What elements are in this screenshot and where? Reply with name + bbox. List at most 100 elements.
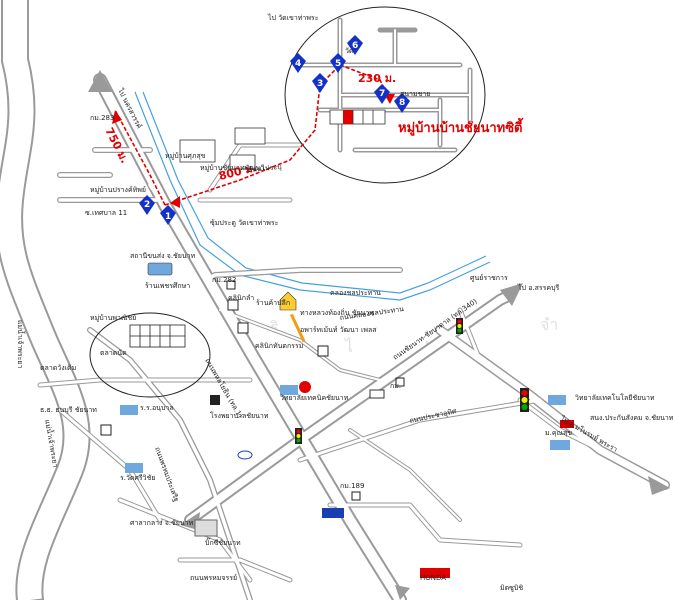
post-icon (369, 389, 385, 399)
pin-2[interactable]: 2 (139, 195, 155, 215)
label-insurance: สนง.ประกันสังคม จ.ชัยนาท (590, 414, 673, 422)
label-gas: ร้านเพชรศึกษา (145, 281, 190, 290)
arrow-bottom-icon (395, 585, 410, 600)
svg-text:2: 2 (144, 200, 150, 210)
direction-arrows (88, 70, 670, 600)
label-km189: กม.189 (340, 482, 364, 490)
label-dam-road: ถนนประชาอุทิศ (409, 407, 458, 425)
arrow-up-left-icon (88, 70, 112, 92)
label-honda: HONDA (420, 574, 446, 582)
svg-text:6: 6 (352, 41, 358, 51)
arrow-up-right-icon (500, 283, 523, 306)
pin-6[interactable]: 6 (347, 35, 363, 55)
bus-icon (147, 262, 173, 276)
label-thesaban: ซ.เทศบาล 11 (85, 209, 127, 217)
label-bottom-road: ถนนพรหมจรรย์ (190, 574, 237, 582)
bank-icon (322, 508, 344, 518)
pin-1[interactable]: 1 (160, 205, 176, 225)
svg-text:4: 4 (295, 59, 301, 69)
distance-230: 230 ม. (358, 72, 396, 85)
label-village-right: สนามชาย (400, 90, 430, 98)
shop-icon (100, 424, 112, 436)
label-village-mu4: หมู่บ้านพาณิชย์ (90, 314, 136, 322)
label-hospital: โรงพยาบาลชัยนาท (210, 411, 269, 420)
label-phahon: ถนนพหลโยธิน (ทล.1) (203, 357, 245, 420)
shop-icon (227, 299, 239, 311)
place-icons (100, 262, 574, 578)
label-km282: กม.282 (212, 276, 236, 284)
svg-text:ริ: ริ (270, 318, 279, 337)
label-university: ตลาดนัด (100, 349, 127, 357)
gas-icon (299, 381, 311, 393)
mall-icon (194, 519, 218, 537)
district-grid (129, 324, 186, 348)
school-icon (120, 405, 138, 415)
school-icon (550, 440, 570, 450)
label-mu-right: ม.คุณสุข (545, 429, 572, 437)
district-ellipse (89, 312, 211, 398)
label-mitsu: มิตซูบิชิ (500, 584, 523, 592)
honda-icon (420, 568, 450, 578)
label-shop4: ทางหลวงท้องถิ่น ชัยนาท (300, 308, 374, 317)
house-clusters (179, 127, 266, 170)
label-school2: ร.ร.อนุบาล (140, 404, 174, 412)
svg-text:3: 3 (317, 79, 323, 89)
label-village-mu2: หมู่บ้านชัยนาทพัฒนา (200, 164, 264, 172)
label-ror-phor: ถนนคลองชลประทาน (339, 305, 404, 322)
label-shop5: อพาร์ทเม้นท์ วัฒนา เพลส (300, 326, 377, 334)
svg-text:7: 7 (379, 89, 385, 99)
roads (37, 73, 670, 600)
label-mall: บิ๊กซีชัยนาท (205, 537, 241, 547)
village-blocks (329, 109, 386, 125)
pin-4[interactable]: 4 (290, 53, 306, 73)
village-title: หมู่บ้านบ้านชัยนาทซิตี้ (398, 117, 524, 136)
esso-icon (237, 450, 253, 460)
label-km283: กม.283 (90, 114, 114, 122)
km-marker-icon (226, 280, 236, 290)
orange-marker (290, 313, 306, 343)
label-provincial-hall: ศาลากลาง จ.ชัยนาท (130, 519, 194, 527)
label-tech: วิทยาลัยเทคนิคชัยนาท (280, 394, 349, 402)
shop-icon (317, 345, 329, 357)
svg-text:1: 1 (165, 212, 171, 222)
pins: 1 2 3 4 5 6 7 8 (139, 35, 410, 225)
label-temple-top: วัด (345, 47, 353, 55)
label-village-mu1: หมู่บ้านศุภสุข (165, 152, 206, 160)
building-icon (210, 395, 220, 405)
svg-text:8: 8 (399, 98, 405, 108)
arrow-down-right-icon (648, 476, 670, 495)
label-gate: ซุ้มประตู วัดเขาท่าพระ (210, 219, 279, 227)
svg-text:ไ: ไ (343, 337, 353, 356)
label-to-wat: ไป วัดเขาท่าพระ (267, 13, 319, 22)
label-temple-right: ศูนย์ราชการ (470, 274, 508, 282)
label-bank: ธ.ธ. ธนบุรี ชัยนาท (40, 406, 97, 414)
label-canal: คลองชลประทาน (330, 289, 381, 297)
temple-icon (560, 420, 574, 428)
label-school: ร.วัดศรีวิชัย (120, 474, 155, 482)
label-market2: ตลาดวังเดิม (40, 364, 76, 372)
school-icon (280, 385, 298, 395)
label-bus-station: สถานีขนส่ง จ.ชัยนาท (130, 252, 196, 260)
shop-icon (237, 322, 249, 334)
label-shop2: ร้านค้าปลีก (256, 299, 290, 307)
label-tambon-road: ถนนพรหมประเสริฐ (153, 446, 180, 503)
traffic-light-icon (520, 388, 529, 412)
pin-8[interactable]: 8 (394, 93, 410, 113)
house-icon (279, 291, 297, 311)
pin-7[interactable]: 7 (374, 84, 390, 104)
pin-3[interactable]: 3 (312, 73, 328, 93)
svg-text:5: 5 (335, 59, 341, 69)
label-village-mu3: หมู่บ้านปรางค์ทิพย์ (90, 186, 146, 194)
svg-text:จำ: จำ (540, 315, 558, 334)
label-wat-road: ถนนไม่ระบุ (247, 162, 282, 174)
traffic-light-icon (456, 318, 463, 334)
school-icon (548, 395, 566, 405)
label-river: แม่น้ำเจ้าพระยา (16, 320, 27, 369)
traffic-light-icon (295, 428, 302, 444)
label-shop3: คลินิกทันตกรรม (255, 342, 303, 350)
km-marker-icon (351, 491, 361, 501)
pin-5[interactable]: 5 (330, 53, 346, 73)
label-km-small: กม. (390, 382, 401, 390)
school-icon (125, 463, 143, 473)
canal (134, 91, 491, 301)
